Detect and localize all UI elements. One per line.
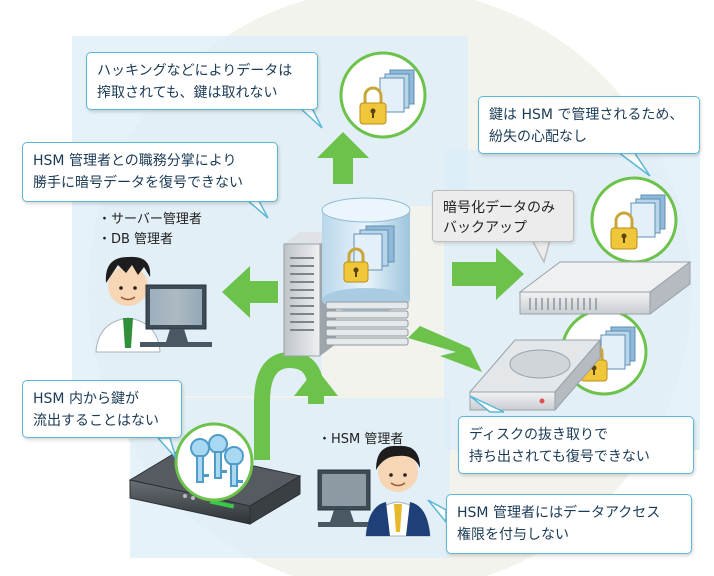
bubble-managed-line1: 鍵は HSM で管理されるため、 xyxy=(489,107,684,123)
arrow-up xyxy=(317,132,369,184)
monitor-icon-left xyxy=(140,284,212,347)
role-hsm-admin: ・HSM 管理者 xyxy=(318,432,404,447)
bubble-managed: 鍵は HSM で管理されるため、 紛失の心配なし xyxy=(478,96,700,154)
bubble-no-leak: HSM 内から鍵が 流出することはない xyxy=(22,380,182,438)
bubble-backup: 暗号化データのみ バックアップ xyxy=(432,190,574,242)
bubble-no-leak-line1: HSM 内から鍵が xyxy=(33,391,139,407)
bubble-no-leak-line2: 流出することはない xyxy=(33,413,159,429)
arrow-u-turn xyxy=(254,351,338,460)
lock-icon-top xyxy=(339,51,427,139)
bubble-duties: HSM 管理者との職務分掌により 勝手に暗号データを復号できない xyxy=(22,142,278,202)
rack-server xyxy=(518,261,692,315)
bubble-hacking-line2: 搾取されても、鍵は取れない xyxy=(97,85,278,101)
bubble-disk-line2: 持ち出されても復号できない xyxy=(469,449,650,465)
encrypted-document-icon xyxy=(343,225,395,283)
bubble-no-access-line2: 権限を付与しない xyxy=(457,527,569,543)
bubble-hacking: ハッキングなどによりデータは 搾取されても、鍵は取れない xyxy=(86,52,318,110)
bubble-tails xyxy=(156,107,651,525)
bubble-managed-line2: 紛失の心配なし xyxy=(489,129,587,145)
lock-icon-rack xyxy=(590,176,678,264)
hsm-admin-person-icon xyxy=(365,445,431,537)
bubble-disk-line1: ディスクの抜き取りで xyxy=(469,427,609,443)
bubble-no-access-line1: HSM 管理者にはデータアクセス xyxy=(457,505,661,521)
bubble-duties-line2: 勝手に暗号データを復号できない xyxy=(33,175,243,191)
arrow-right xyxy=(452,248,524,300)
arrow-left xyxy=(222,266,278,318)
bubble-backup-line2: バックアップ xyxy=(443,220,527,236)
key-icon xyxy=(174,422,254,502)
arrow-diagonal xyxy=(408,326,482,372)
monitor-icon-bottom xyxy=(317,469,371,527)
bubble-no-access: HSM 管理者にはデータアクセス 権限を付与しない xyxy=(446,494,692,554)
bubble-duties-line1: HSM 管理者との職務分掌により xyxy=(33,153,237,169)
bubble-hacking-line1: ハッキングなどによりデータは xyxy=(97,63,293,79)
disk-stack xyxy=(325,301,409,346)
role-db-admin: ・DB 管理者 xyxy=(98,232,174,247)
role-server-admin: ・サーバー管理者 xyxy=(98,212,202,227)
bubble-backup-line1: 暗号化データのみ xyxy=(443,200,555,216)
bubble-disk: ディスクの抜き取りで 持ち出されても復号できない xyxy=(458,416,694,474)
